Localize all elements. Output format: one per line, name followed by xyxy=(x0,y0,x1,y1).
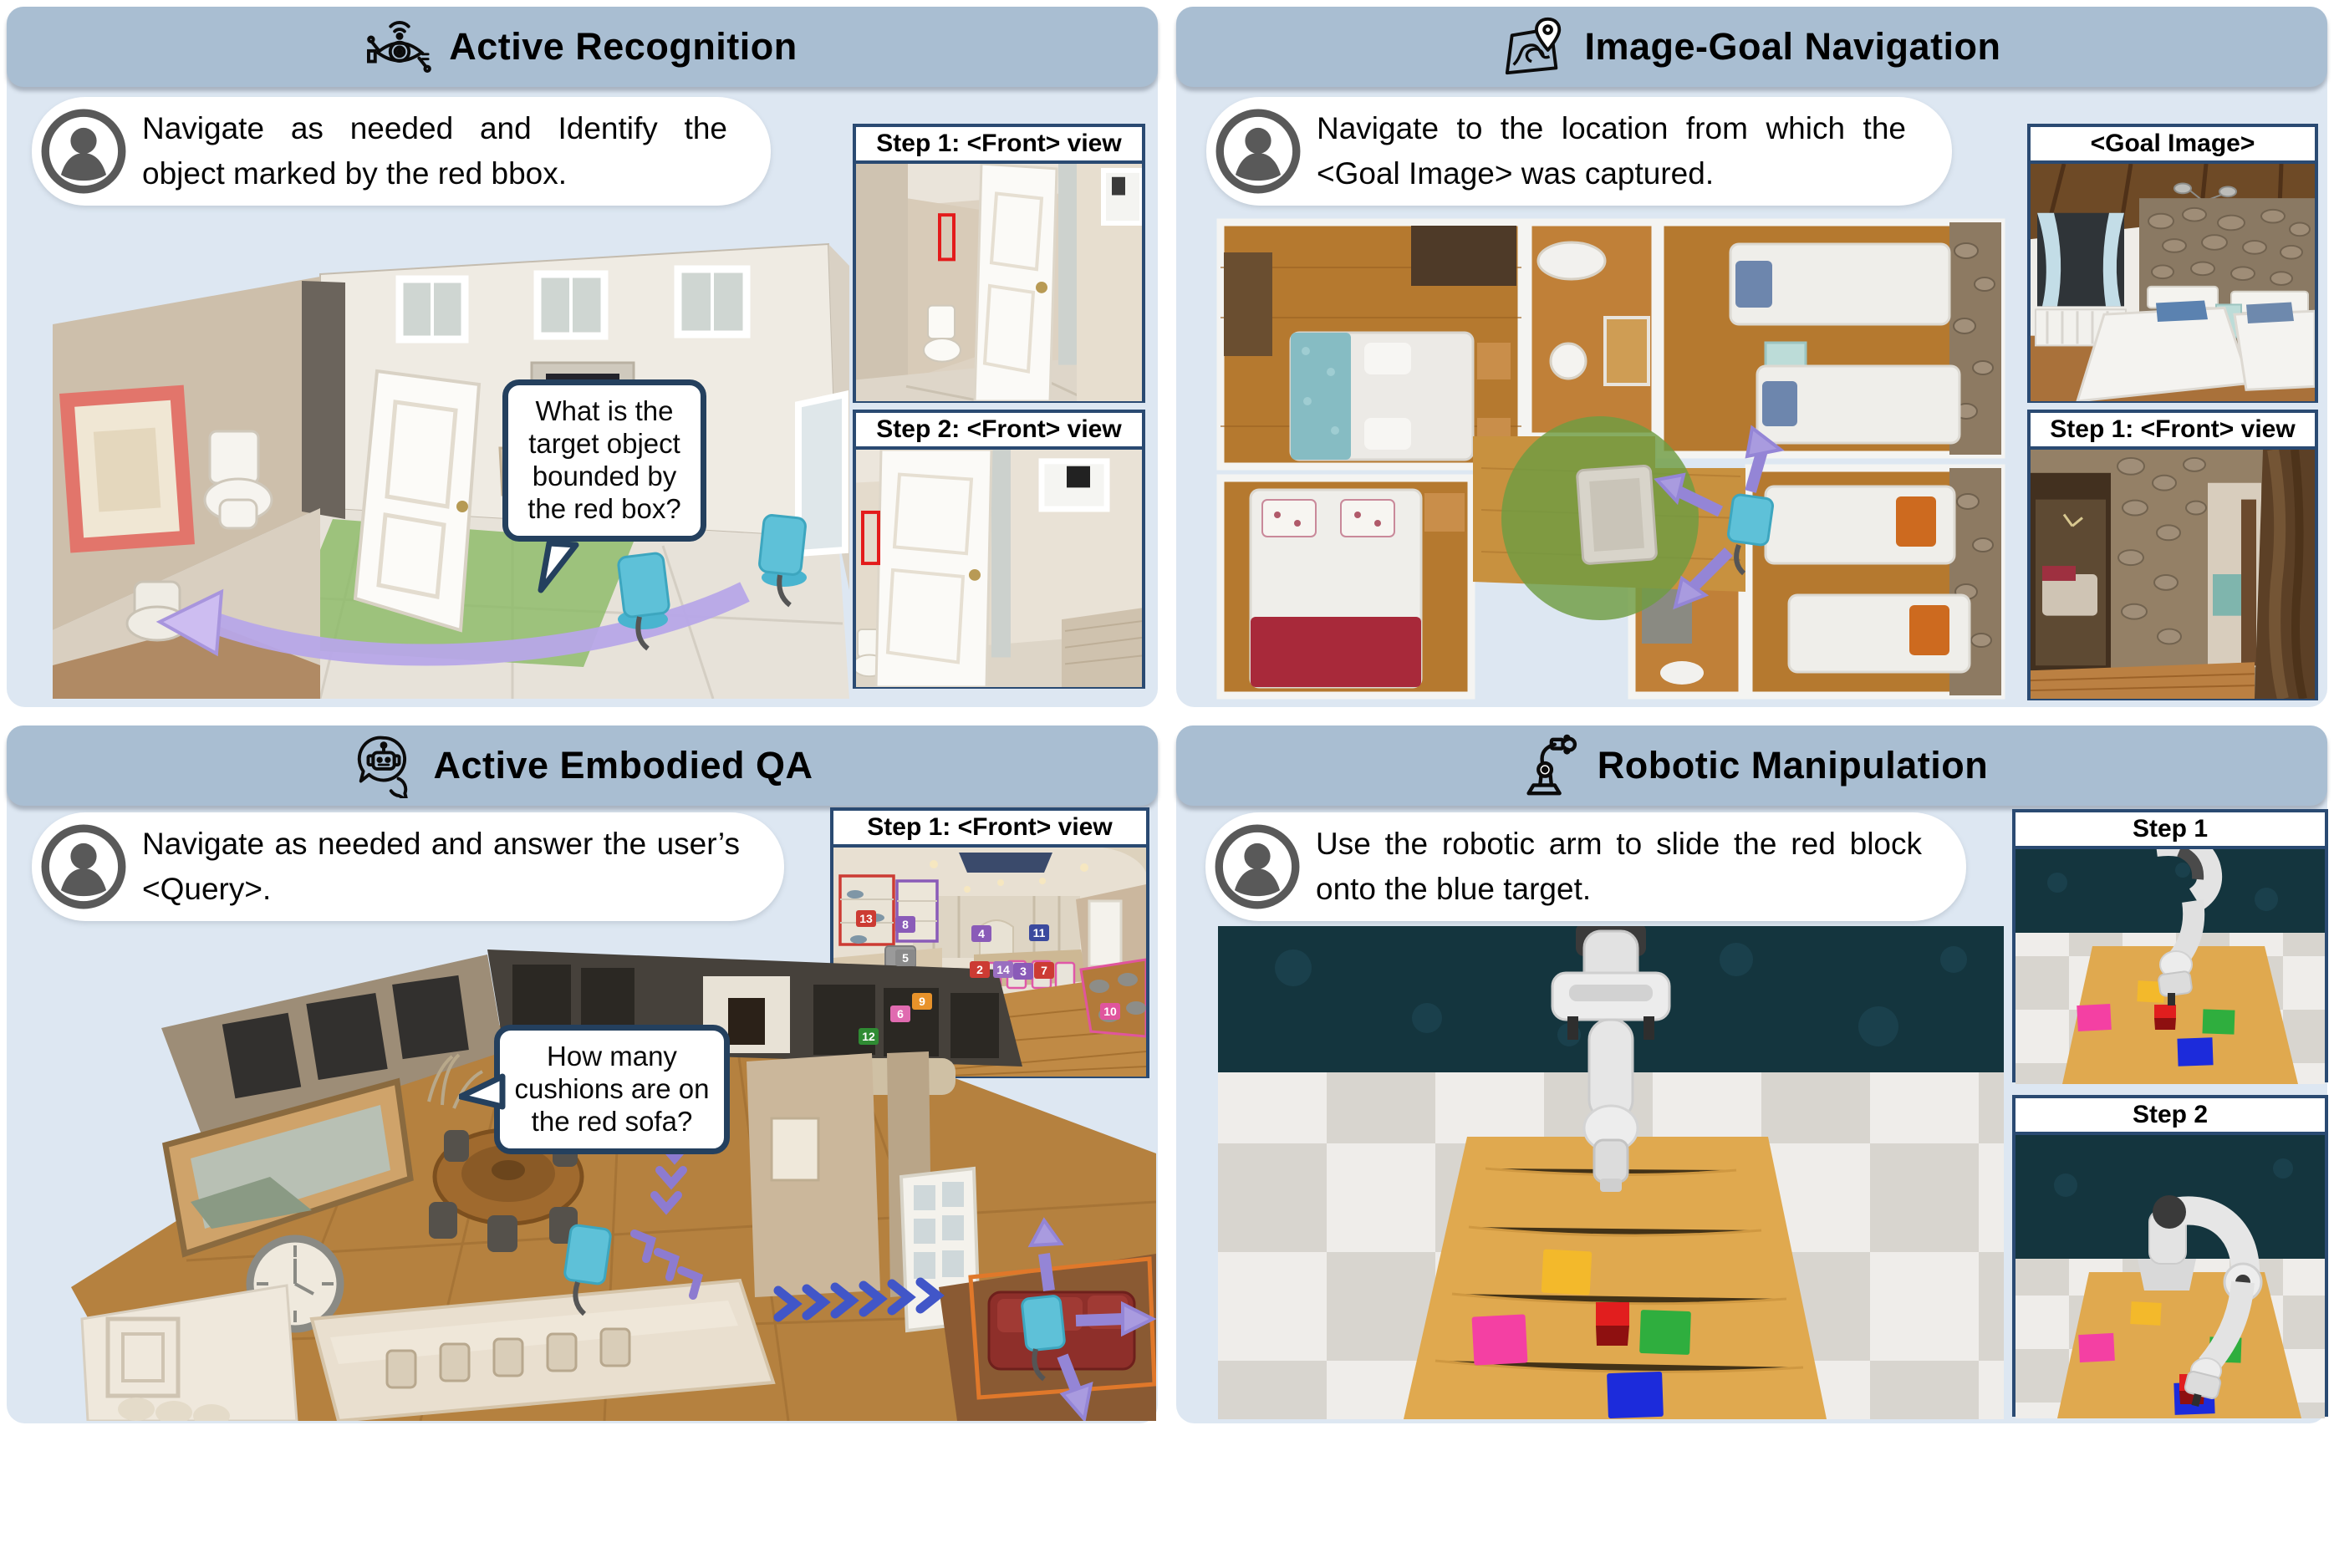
qa-step1-title: Step 1: <Front> view xyxy=(833,811,1146,848)
mask-label: 6 xyxy=(890,1005,910,1022)
step1-image-bathroom xyxy=(856,164,1142,401)
instruction-text: Navigate as needed and Identify the obje… xyxy=(142,111,727,191)
map-pin-icon xyxy=(1506,17,1562,75)
recognition-scene-illustration xyxy=(53,242,849,699)
scene-question-bubble: How many cushions are on the red sofa? xyxy=(494,1025,730,1154)
mask-label: 14 xyxy=(993,961,1013,978)
mask-label: 5 xyxy=(895,949,915,966)
robot-arm-icon xyxy=(1526,734,1577,796)
instruction-text: Use the robotic arm to slide the red blo… xyxy=(1316,827,1922,906)
user-avatar-icon xyxy=(1215,824,1300,909)
instruction-text: Navigate as needed and answer the user’s… xyxy=(142,827,740,906)
page-title-image-goal-navigation: Image-Goal Navigation xyxy=(1584,25,2001,68)
user-avatar-icon xyxy=(1215,109,1301,194)
step1-title: Step 1: <Front> view xyxy=(856,127,1142,164)
bubble-tail xyxy=(538,542,579,593)
nav-step1-title: Step 1: <Front> view xyxy=(2031,413,2315,450)
panel-header-active-embodied-qa: Active Embodied QA xyxy=(7,725,1158,806)
manip-step1-title: Step 1 xyxy=(2015,812,2325,849)
manip-step2-panel: Step 2 xyxy=(2012,1095,2328,1418)
yellow-target xyxy=(1541,1249,1593,1296)
mask-label: 4 xyxy=(971,925,991,942)
nav-step1-panel: Step 1: <Front> view xyxy=(2027,410,2318,700)
panel-header-image-goal-navigation: Image-Goal Navigation xyxy=(1176,7,2327,87)
agent-figure xyxy=(617,514,807,651)
mask-label: 9 xyxy=(912,993,932,1010)
goal-image-title: <Goal Image> xyxy=(2031,127,2315,164)
page-title-robotic-manipulation: Robotic Manipulation xyxy=(1597,744,1989,787)
eye-circuit-icon xyxy=(367,21,432,74)
red-bbox xyxy=(938,213,956,262)
robot-chat-icon xyxy=(358,736,409,798)
figure-canvas: { "panels": { "recognition": { "title": … xyxy=(7,7,2328,1423)
page-title-active-recognition: Active Recognition xyxy=(449,25,798,68)
user-avatar-icon xyxy=(41,109,126,194)
nav-step1-image xyxy=(2031,450,2315,699)
panel-image-goal-navigation: Image-Goal Navigation Navigate to the lo… xyxy=(1176,7,2327,707)
manipulation-scene xyxy=(1218,926,2004,1419)
navigation-scene xyxy=(1214,217,2008,700)
page-title-active-embodied-qa: Active Embodied QA xyxy=(433,744,813,787)
step2-panel-recognition: Step 2: <Front> view xyxy=(853,410,1145,689)
qa-scene: How many cushions are on the red sofa? xyxy=(36,926,1156,1421)
panel-header-active-recognition: Active Recognition xyxy=(7,7,1158,87)
mask-label: 7 xyxy=(1034,962,1054,979)
bubble-tail xyxy=(459,1073,506,1110)
manipulation-scene-illustration xyxy=(1218,926,2004,1419)
mask-label: 10 xyxy=(1100,1003,1120,1020)
navigation-scene-illustration xyxy=(1216,218,2005,700)
manip-step1-image xyxy=(2015,849,2325,1084)
user-avatar-icon xyxy=(41,824,126,909)
mask-label: 13 xyxy=(856,910,876,927)
red-bbox xyxy=(861,510,880,566)
manip-step1-panel: Step 1 xyxy=(2012,809,2328,1084)
qa-scene-illustration xyxy=(71,949,1156,1421)
instruction-bubble-recognition: Navigate as needed and Identify the obje… xyxy=(32,97,771,206)
instruction-bubble-qa: Navigate as needed and answer the user’s… xyxy=(32,812,784,921)
goal-image-bedroom xyxy=(2031,164,2315,401)
recognition-scene: What is the target object bounded by the… xyxy=(44,231,851,699)
panel-header-robotic-manipulation: Robotic Manipulation xyxy=(1176,725,2327,806)
instruction-bubble-manipulation: Use the robotic arm to slide the red blo… xyxy=(1205,812,1966,921)
mask-label: 11 xyxy=(1029,924,1049,941)
robot-arm xyxy=(1551,926,1671,1192)
goal-image-panel: <Goal Image> xyxy=(2027,124,2318,403)
manip-step2-title: Step 2 xyxy=(2015,1098,2325,1135)
red-block xyxy=(1596,1302,1629,1346)
mask-label: 12 xyxy=(859,1028,879,1045)
step2-title: Step 2: <Front> view xyxy=(856,413,1142,450)
scene-question-bubble: What is the target object bounded by the… xyxy=(502,379,706,542)
mask-label: 8 xyxy=(895,916,915,933)
panel-active-recognition: Active Recognition Navigate as needed an… xyxy=(7,7,1158,707)
step1-panel-recognition: Step 1: <Front> view xyxy=(853,124,1145,403)
green-target xyxy=(1639,1310,1691,1355)
panel-active-embodied-qa: Active Embodied QA Navigate as needed an… xyxy=(7,725,1158,1423)
panel-robotic-manipulation: Robotic Manipulation Use the robotic arm… xyxy=(1176,725,2328,1423)
mask-label: 3 xyxy=(1013,963,1033,980)
step2-image-bathroom xyxy=(856,450,1142,687)
mask-label: 2 xyxy=(970,961,990,978)
blue-target xyxy=(1607,1371,1664,1419)
pink-target xyxy=(1471,1314,1528,1366)
instruction-bubble-navigation: Navigate to the location from which the … xyxy=(1206,97,1952,206)
instruction-text: Navigate to the location from which the … xyxy=(1317,111,1906,191)
manip-step2-image xyxy=(2015,1135,2325,1418)
